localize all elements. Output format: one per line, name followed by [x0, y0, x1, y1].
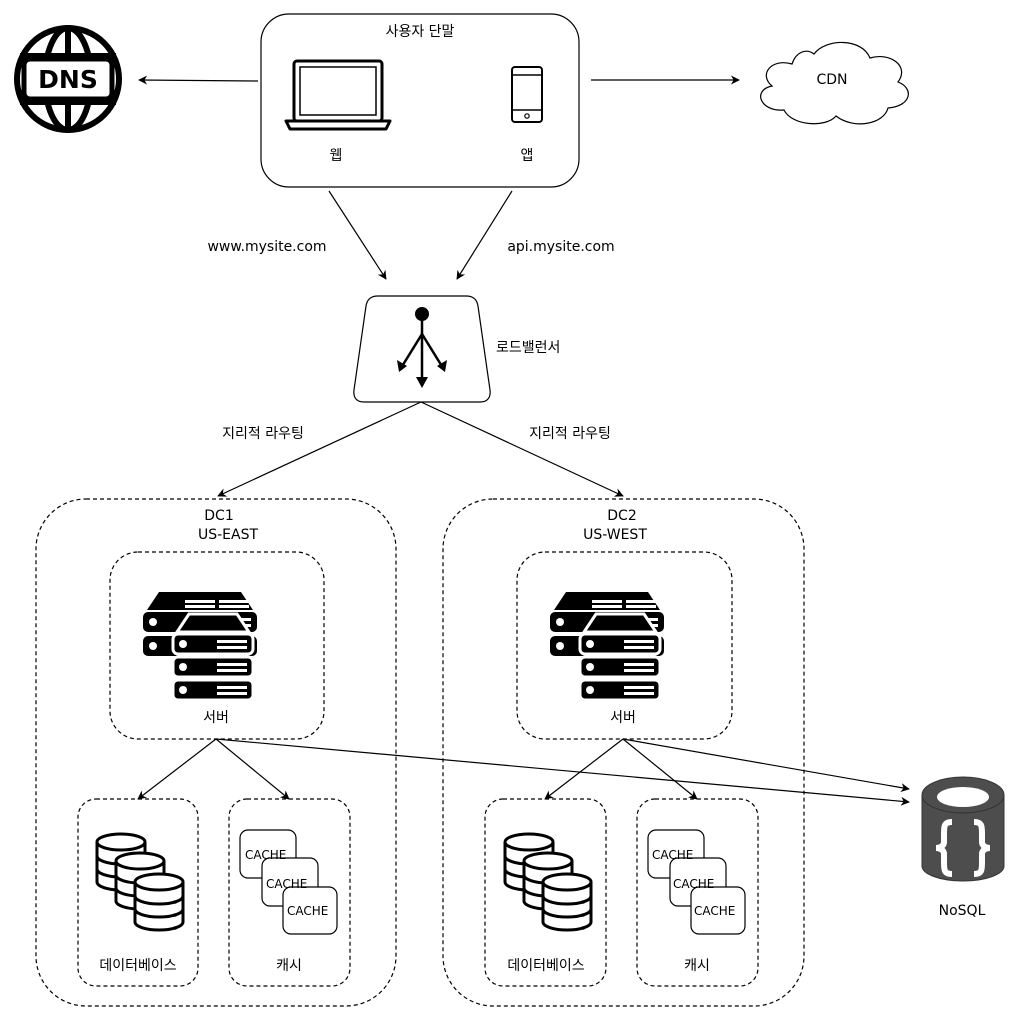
dc2-server-label: 서버 — [610, 710, 636, 726]
nosql-label: NoSQL — [938, 903, 986, 919]
dc1-name: DC1 — [204, 508, 234, 524]
dc2-container — [442, 498, 805, 1007]
laptop-icon — [284, 59, 392, 131]
dc2-cache-item-3: CACHE — [694, 904, 736, 918]
dc1-container — [35, 498, 397, 1007]
nosql-database-icon — [921, 776, 1005, 882]
dc2-database-label: 데이터베이스 — [507, 958, 585, 974]
client-devices-box — [260, 13, 580, 188]
load-balancer-icon — [353, 295, 491, 403]
cdn-cloud-icon — [760, 41, 909, 125]
dc1-cache-item-3: CACHE — [287, 904, 329, 918]
dc2-cache-cards — [647, 829, 746, 935]
routing-label-left: 지리적 라우팅 — [222, 426, 304, 442]
dc2-cache-item-1: CACHE — [652, 848, 694, 862]
dc1-cache-label: 캐시 — [276, 958, 302, 974]
dc2-cache-label: 캐시 — [684, 958, 710, 974]
cdn-label: CDN — [816, 72, 848, 88]
dc1-cache-item-2: CACHE — [266, 877, 308, 891]
web-label: 웹 — [329, 148, 343, 164]
smartphone-icon — [511, 66, 543, 123]
api-domain-label: api.mysite.com — [507, 239, 615, 255]
dc2-server-stack-icon — [550, 592, 664, 700]
dc1-server-label: 서버 — [203, 710, 229, 726]
dc1-cache-cards — [239, 829, 338, 935]
web-domain-label: www.mysite.com — [207, 239, 327, 255]
dc1-server-stack-icon — [143, 592, 257, 700]
dns-logo-text: DNS — [38, 65, 98, 94]
client-devices-title: 사용자 단말 — [385, 24, 455, 40]
dc2-database-icon — [503, 832, 593, 932]
dc1-region: US-EAST — [197, 527, 259, 543]
connector-arrows — [137, 75, 910, 806]
load-balancer-label: 로드밸런서 — [496, 340, 561, 356]
dc2-region: US-WEST — [583, 527, 647, 543]
dc1-database-icon — [95, 832, 185, 932]
dc2-name: DC2 — [607, 508, 637, 524]
dns-globe-icon: DNS — [14, 25, 122, 133]
app-label: 앱 — [520, 148, 534, 164]
dc1-cache-item-1: CACHE — [245, 848, 287, 862]
routing-label-right: 지리적 라우팅 — [529, 426, 611, 442]
dc2-cache-item-2: CACHE — [673, 877, 715, 891]
dc1-database-label: 데이터베이스 — [99, 958, 177, 974]
